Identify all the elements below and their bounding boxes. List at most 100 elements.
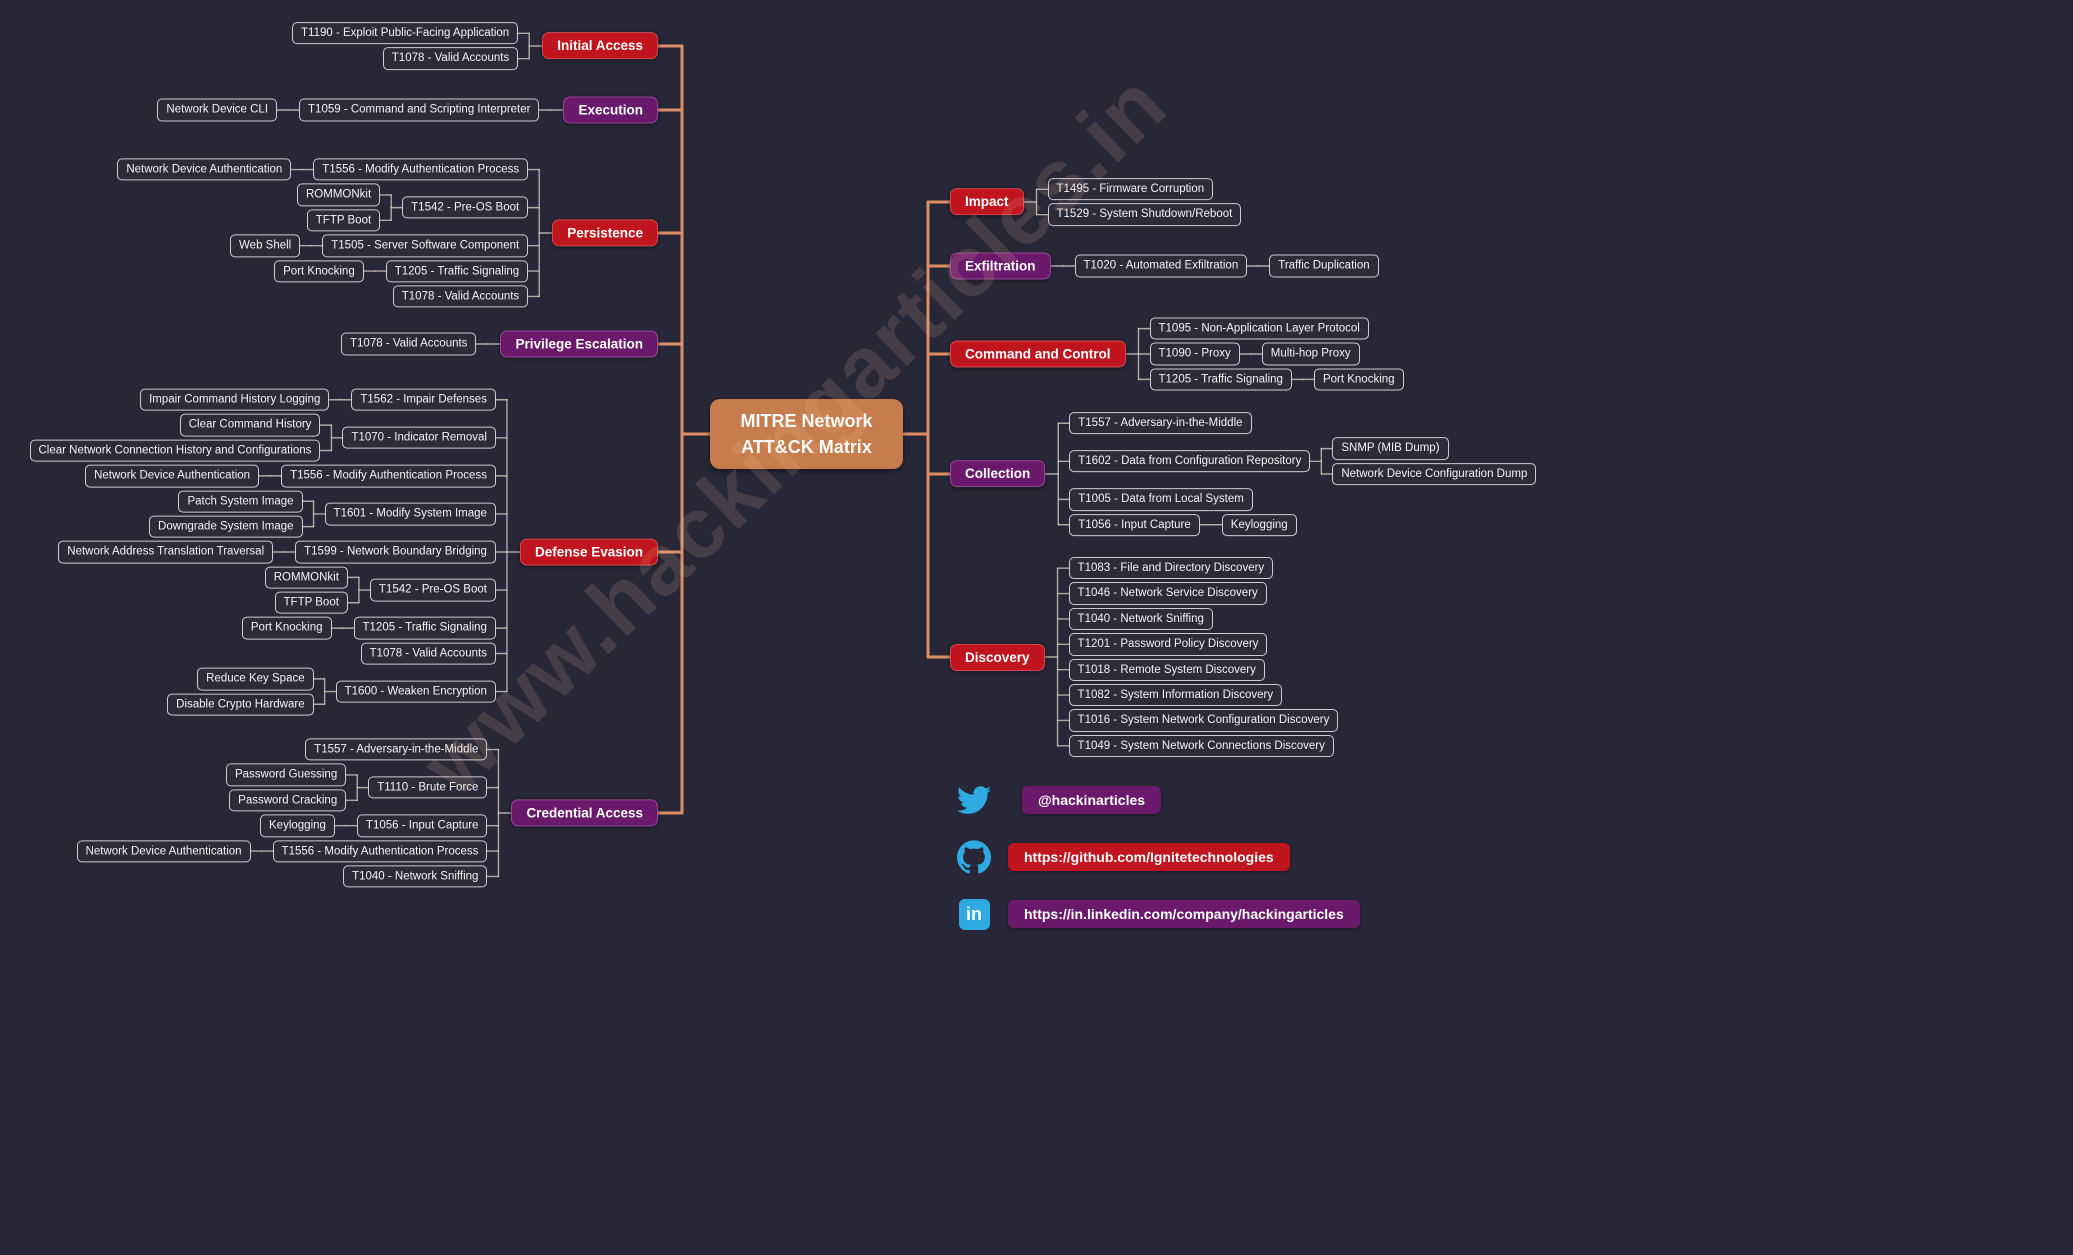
technique-node[interactable]: T1056 - Input Capture	[356, 814, 488, 837]
linkedin-url-badge[interactable]: https://in.linkedin.com/company/hackinga…	[1008, 900, 1360, 928]
technique-node[interactable]: T1078 - Valid Accounts	[360, 642, 496, 665]
technique-node[interactable]: T1040 - Network Sniffing	[343, 865, 488, 888]
technique-node[interactable]: T1556 - Modify Authentication Process	[272, 839, 488, 863]
technique-list: T1020 - Automated Exfiltration Traffic Du…	[1074, 254, 1379, 278]
central-topic-node[interactable]: MITRE Network ATT&CK Matrix	[710, 399, 903, 469]
technique-node[interactable]: T1542 - Pre-OS Boot	[402, 196, 529, 219]
subtechnique-node[interactable]: Disable Crypto Hardware	[167, 693, 314, 716]
technique-row: T1095 - Non-Application Layer Protocol	[1149, 317, 1369, 340]
technique-node[interactable]: T1078 - Valid Accounts	[382, 47, 519, 70]
technique-node[interactable]: T1070 - Indicator Removal	[342, 426, 496, 449]
technique-node[interactable]: T1562 - Impair Defenses	[351, 388, 496, 411]
subtechnique-node[interactable]: Multi-hop Proxy	[1261, 342, 1360, 366]
technique-list: Network Device CLI T1059 - Command and Sc…	[157, 98, 540, 122]
technique-node[interactable]: T1049 - System Network Connections Disco…	[1068, 734, 1334, 757]
twitter-icon[interactable]	[956, 782, 992, 818]
subtechnique-list: Network Device Authentication	[117, 158, 292, 181]
technique-node[interactable]: T1059 - Command and Scripting Interprete…	[299, 98, 540, 122]
technique-node[interactable]: T1599 - Network Boundary Bridging	[295, 540, 496, 564]
technique-row: Network Address Translation Traversal T15…	[58, 540, 496, 564]
technique-node[interactable]: T1078 - Valid Accounts	[392, 285, 529, 308]
subtechnique-node[interactable]: ROMMONkit	[264, 566, 348, 589]
technique-node[interactable]: T1557 - Adversary-in-the-Middle	[1069, 412, 1252, 435]
technique-node[interactable]: T1190 - Exploit Public-Facing Applicatio…	[292, 22, 519, 45]
category-node[interactable]: Collection	[950, 460, 1046, 488]
github-icon[interactable]	[956, 839, 992, 875]
subtechnique-node[interactable]: Keylogging	[260, 814, 335, 837]
category-node[interactable]: Persistence	[552, 219, 658, 247]
subtechnique-node[interactable]: Network Device Authentication	[85, 464, 260, 488]
technique-node[interactable]: T1016 - System Network Configuration Dis…	[1068, 709, 1339, 732]
subtechnique-node[interactable]: Network Device Authentication	[117, 158, 292, 181]
category-node[interactable]: Privilege Escalation	[500, 330, 658, 358]
subtechnique-node[interactable]: Reduce Key Space	[197, 667, 314, 691]
subtechnique-node[interactable]: Web Shell	[230, 234, 301, 257]
subtechnique-node[interactable]: Password Cracking	[229, 789, 347, 812]
category-node[interactable]: Exfiltration	[950, 252, 1051, 280]
technique-row: T1040 - Network Sniffing	[1068, 607, 1213, 631]
subtechnique-node[interactable]: Impair Command History Logging	[140, 388, 330, 411]
github-url-badge[interactable]: https://github.com/Ignitetechnologies	[1008, 843, 1290, 871]
subtechnique-node[interactable]: Network Device Authentication	[76, 839, 251, 863]
technique-node[interactable]: T1020 - Automated Exfiltration	[1074, 254, 1248, 278]
technique-node[interactable]: T1602 - Data from Configuration Reposito…	[1069, 450, 1311, 473]
technique-node[interactable]: T1556 - Modify Authentication Process	[313, 158, 529, 181]
technique-node[interactable]: T1542 - Pre-OS Boot	[369, 578, 496, 602]
technique-node[interactable]: T1040 - Network Sniffing	[1068, 607, 1213, 631]
category-node[interactable]: Discovery	[950, 643, 1045, 671]
linkedin-icon[interactable]: in	[956, 896, 992, 932]
technique-node[interactable]: T1083 - File and Directory Discovery	[1068, 557, 1274, 580]
technique-node[interactable]: T1556 - Modify Authentication Process	[281, 464, 496, 488]
subtechnique-node[interactable]: Keylogging	[1221, 513, 1297, 536]
subtechnique-node[interactable]: Network Address Translation Traversal	[58, 540, 274, 564]
technique-node[interactable]: T1557 - Adversary-in-the-Middle	[305, 738, 488, 761]
subtechnique-list: Port Knocking	[1313, 368, 1404, 391]
subtechnique-node[interactable]: Clear Command History	[179, 413, 321, 437]
subtechnique-node[interactable]: Port Knocking	[241, 616, 332, 640]
technique-node[interactable]: T1601 - Modify System Image	[324, 502, 496, 526]
technique-node[interactable]: T1600 - Weaken Encryption	[335, 680, 496, 703]
subtechnique-node[interactable]: Port Knocking	[274, 259, 364, 283]
subtechnique-node[interactable]: TFTP Boot	[306, 209, 381, 232]
subtechnique-node[interactable]: Patch System Image	[178, 490, 303, 513]
technique-node[interactable]: T1205 - Traffic Signaling	[1149, 368, 1292, 391]
subtechnique-node[interactable]: ROMMONkit	[296, 183, 381, 207]
category-node[interactable]: Initial Access	[542, 32, 658, 60]
technique-node[interactable]: T1495 - Firmware Corruption	[1047, 178, 1214, 201]
twitter-handle-badge[interactable]: @hackinarticles	[1022, 786, 1162, 814]
category-node[interactable]: Command and Control	[950, 340, 1126, 368]
subtechnique-node[interactable]: SNMP (MIB Dump)	[1332, 437, 1449, 460]
subtechnique-node[interactable]: Network Device CLI	[157, 98, 278, 122]
technique-node[interactable]: T1201 - Password Policy Discovery	[1068, 633, 1268, 656]
technique-node[interactable]: T1505 - Server Software Component	[322, 234, 529, 257]
technique-node[interactable]: T1005 - Data from Local System	[1069, 488, 1253, 511]
technique-node[interactable]: T1095 - Non-Application Layer Protocol	[1149, 317, 1369, 340]
subtechnique-node[interactable]: Network Device Configuration Dump	[1332, 462, 1537, 486]
central-topic-line1: MITRE Network	[740, 410, 873, 431]
technique-node[interactable]: T1205 - Traffic Signaling	[353, 616, 496, 640]
category-node[interactable]: Credential Access	[511, 799, 658, 827]
technique-node[interactable]: T1529 - System Shutdown/Reboot	[1047, 203, 1242, 226]
technique-node[interactable]: T1078 - Valid Accounts	[341, 332, 477, 356]
category-node[interactable]: Execution	[563, 96, 658, 124]
technique-node[interactable]: T1018 - Remote System Discovery	[1068, 658, 1265, 681]
subtechnique-node[interactable]: Password Guessing	[225, 763, 347, 787]
technique-node[interactable]: T1056 - Input Capture	[1069, 513, 1200, 536]
technique-node[interactable]: T1046 - Network Service Discovery	[1068, 582, 1267, 605]
subtechnique-node[interactable]: TFTP Boot	[274, 591, 348, 614]
category-node[interactable]: Impact	[950, 188, 1024, 216]
technique-row: T1056 - Input Capture Keylogging	[1069, 513, 1297, 536]
technique-node[interactable]: T1205 - Traffic Signaling	[385, 259, 529, 283]
technique-node[interactable]: T1082 - System Information Discovery	[1068, 683, 1283, 707]
subtechnique-node[interactable]: Port Knocking	[1313, 368, 1404, 391]
technique-node[interactable]: T1090 - Proxy	[1149, 342, 1240, 366]
technique-node[interactable]: T1110 - Brute Force	[368, 776, 488, 799]
subtechnique-list: SNMP (MIB Dump)Network Device Configurat…	[1332, 437, 1537, 486]
subtechnique-node[interactable]: Clear Network Connection History and Con…	[29, 439, 321, 462]
subtechnique-node[interactable]: Downgrade System Image	[149, 515, 303, 538]
subtechnique-node[interactable]: Traffic Duplication	[1269, 254, 1379, 278]
category-node[interactable]: Defense Evasion	[519, 538, 658, 566]
technique-row: T1078 - Valid Accounts	[341, 332, 477, 356]
